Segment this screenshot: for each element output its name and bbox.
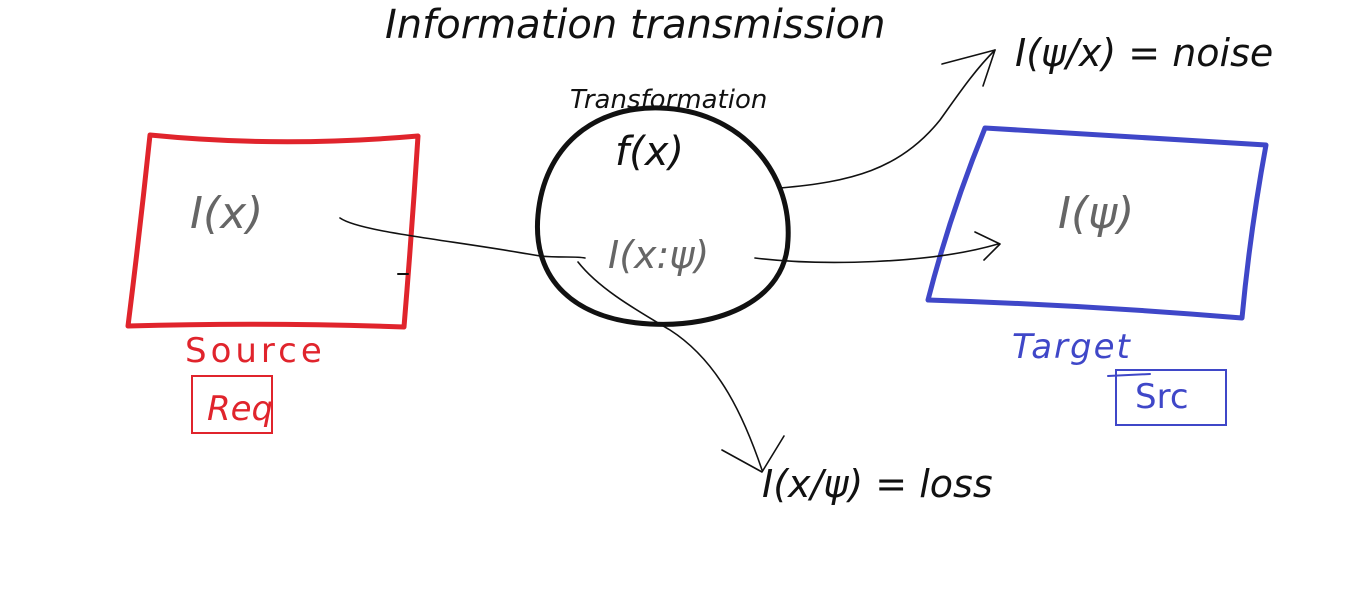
target-content: I(ψ) — [1058, 188, 1134, 239]
target-tag-box — [1115, 369, 1227, 426]
noise-arrowhead — [941, 49, 996, 87]
noise-label: I(ψ/x) = noise — [1015, 31, 1273, 75]
loss-arrowhead — [721, 435, 785, 473]
transformation-function: f(x) — [615, 129, 684, 175]
target-label: Target — [1012, 327, 1132, 367]
transformation-circle — [534, 105, 791, 327]
loss-arrow — [577, 261, 763, 471]
noise-arrow — [779, 49, 996, 189]
target-arrowhead — [974, 231, 1001, 261]
source-tag: Req — [207, 389, 273, 429]
target-box — [925, 125, 1269, 321]
source-label: Source — [185, 331, 326, 371]
loss-label: I(x/ψ) = loss — [762, 462, 993, 506]
target-tag: Src — [1135, 377, 1189, 417]
source-tag-box — [191, 375, 273, 434]
diagram-title: Information transmission — [385, 2, 886, 48]
mutual-information: I(x:ψ) — [608, 233, 709, 277]
source-to-transformation-arrow — [339, 217, 586, 259]
target-label-underline — [1107, 373, 1151, 377]
source-box — [125, 132, 421, 330]
transformation-to-target-arrow — [754, 243, 999, 264]
source-content: I(x) — [190, 188, 263, 239]
